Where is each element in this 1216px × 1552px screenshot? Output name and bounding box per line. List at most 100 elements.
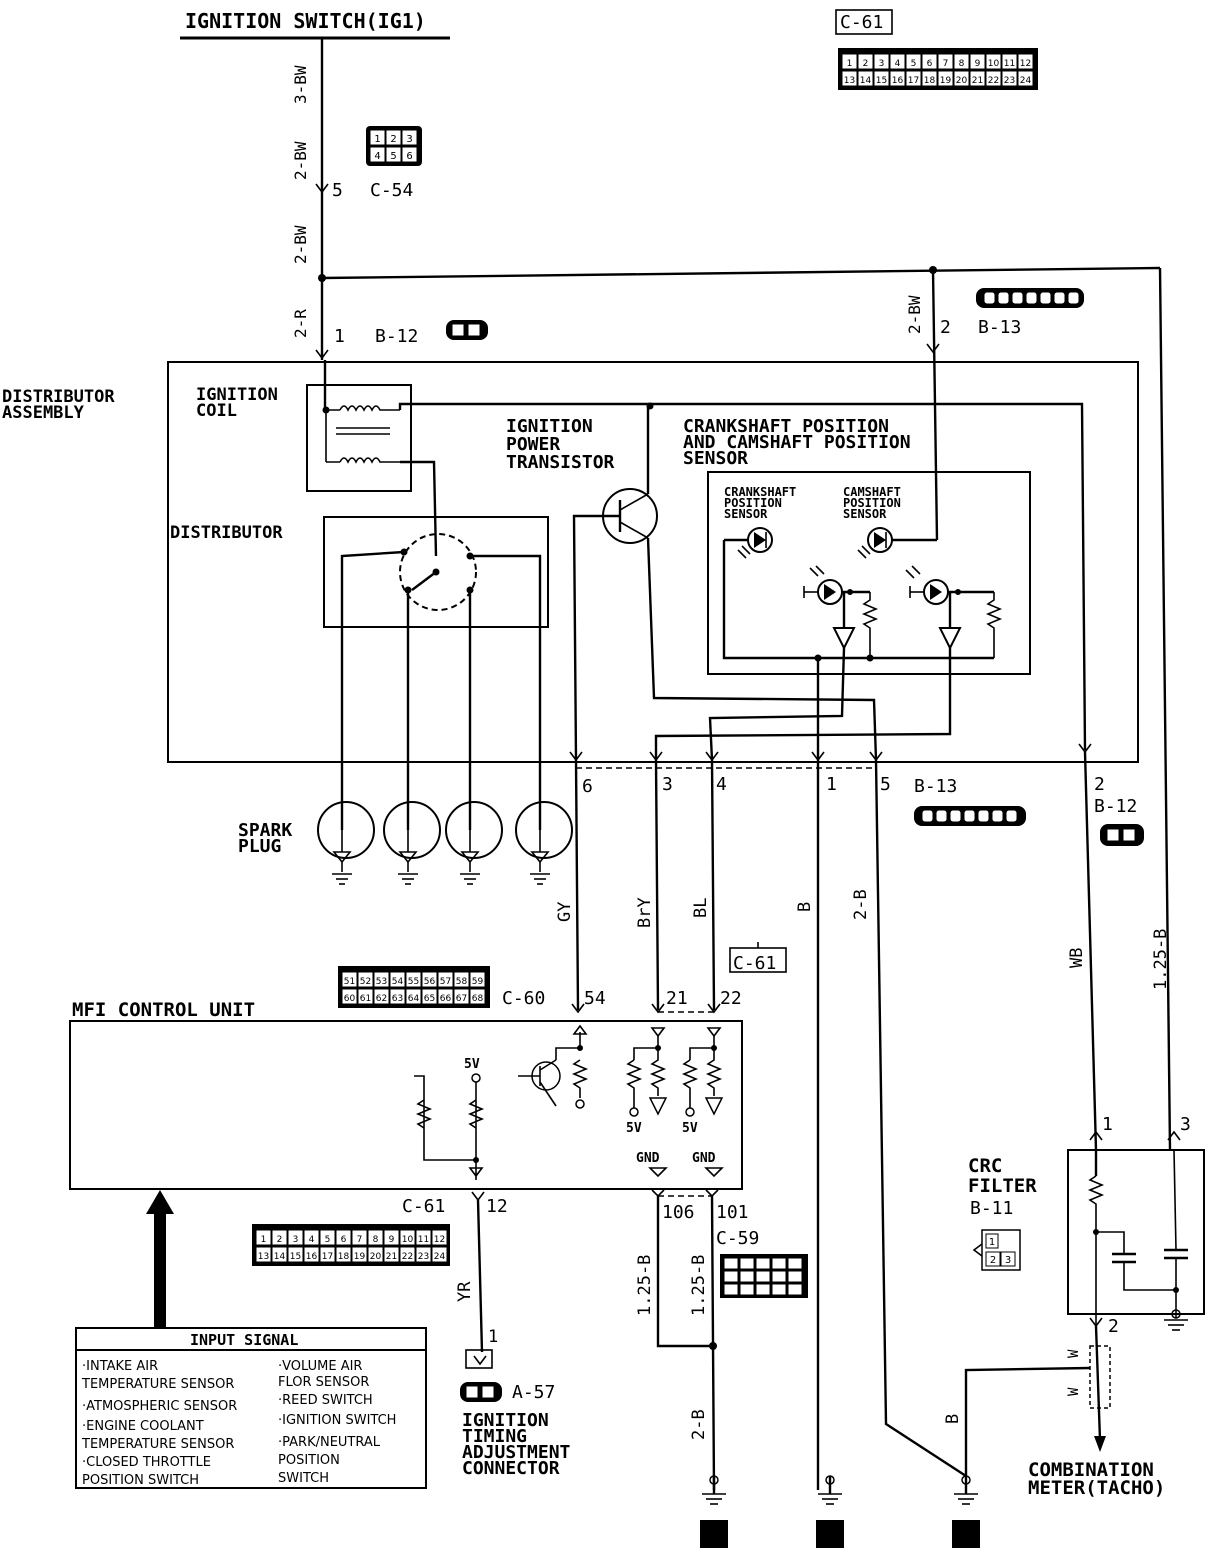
b12-mid-label: B-12 (1094, 796, 1137, 817)
coil-primary-winding (326, 405, 400, 412)
c60-terminal-marks (571, 1003, 721, 1014)
b13-top-label: B-13 (978, 317, 1021, 338)
connector-cell (335, 1229, 352, 1246)
connector-cell-label: 5 (911, 59, 917, 69)
connector-cell-label: 16 (892, 76, 904, 86)
wire-w2-label: W (1066, 1387, 1082, 1396)
gy-wire (574, 759, 580, 1011)
connector-cell-label: 4 (895, 59, 901, 69)
connector-cell (373, 971, 390, 988)
input-signal-item: TEMPERATURE SENSOR (81, 1377, 234, 1392)
connector-cell-label: 15 (290, 1252, 301, 1262)
c59-connector-icon (720, 1254, 808, 1298)
connector-cell-label: 1 (261, 1235, 267, 1245)
connector-cell-label: 61 (360, 994, 371, 1004)
wire-yr-label: YR (455, 1281, 475, 1302)
connector-cell (303, 1229, 320, 1246)
connector-cell-label: 6 (406, 151, 412, 162)
connector-cell (1017, 53, 1034, 70)
connector-cell (319, 1229, 336, 1246)
b13-mid-terminal-marks (569, 743, 1092, 762)
distributor-assembly-box (167, 361, 1139, 763)
connector-cell-label: 18 (924, 76, 936, 86)
b13-terminal-mark (926, 343, 940, 354)
connector-cell (1017, 70, 1034, 87)
connector-cell (399, 1246, 416, 1263)
connector-cell-label: 59 (472, 977, 484, 987)
connector-cell-label: 11 (1004, 59, 1015, 69)
connector-cell-label: 18 (338, 1252, 350, 1262)
connector-cell (905, 70, 922, 87)
connector-cell-label: 56 (424, 977, 436, 987)
connector-cell (787, 1257, 803, 1270)
connector-cell-label: 67 (456, 994, 467, 1004)
connector-cell (319, 1246, 336, 1263)
input-signal-item: ·INTAKE AIR (82, 1359, 158, 1374)
wire-w1-label: W (1066, 1349, 1082, 1358)
sensor-ground-bus (722, 540, 994, 660)
ecu-5v-label-b: 5V (626, 1121, 642, 1136)
connector-cell (841, 70, 858, 87)
cam-output-wire (654, 648, 952, 760)
crc-filter-box (1067, 1149, 1205, 1315)
connector-pin (935, 809, 948, 823)
connector-cell (453, 971, 470, 988)
ecu-gnd-label-b: GND (692, 1151, 716, 1166)
wire-gy-label: GY (555, 902, 575, 922)
connector-cell-label: 65 (424, 994, 435, 1004)
connector-cell (453, 988, 470, 1005)
transistor-base-wire (572, 514, 620, 761)
connector-cell-label: 63 (392, 994, 403, 1004)
connector-cell (771, 1270, 787, 1283)
cam-buffer (938, 627, 962, 651)
connector-cell (255, 1246, 272, 1263)
bl-wire (710, 759, 716, 1011)
ground-reference-number: 7 (706, 1523, 721, 1548)
ecu-resistor (415, 1099, 433, 1129)
connector-cell-label: 54 (392, 977, 404, 987)
connector-cell-label: 24 (1020, 76, 1032, 86)
pin-3: 3 (662, 774, 673, 795)
ecu-5v-label-c: 5V (682, 1121, 698, 1136)
tacho-signal-wire (1094, 1325, 1102, 1441)
crank-pullup-resistor (861, 592, 879, 658)
cam-led (857, 527, 893, 559)
connector-pin (1025, 291, 1038, 305)
wb-wire (1083, 751, 1098, 1151)
connector-pin (921, 809, 934, 823)
wire-b-low-label: B (943, 1414, 963, 1424)
connector-cell-label: 52 (360, 977, 371, 987)
coil-secondary-winding (326, 457, 400, 464)
ground-reference-number: 1 (822, 1523, 837, 1548)
ground-reference-number: 7 (958, 1523, 973, 1548)
input-signal-item: ·ENGINE COOLANT (82, 1419, 204, 1434)
input-signal-item: POSITION (278, 1453, 340, 1468)
connector-cell (287, 1229, 304, 1246)
pin-5: 5 (880, 774, 891, 795)
ignition-coil-box (306, 384, 412, 492)
connector-cell (385, 129, 402, 146)
feed-branch-wire (321, 266, 1161, 280)
rotor-arm (411, 571, 437, 591)
connector-cell (357, 988, 374, 1005)
b13-mid-connector-icon (914, 806, 1026, 826)
wire-2r-label: 2-R (291, 309, 310, 338)
ecu-gnd-label-a: GND (636, 1151, 660, 1166)
connector-cell (369, 146, 386, 163)
wire-2bw-label-c: 2-BW (905, 295, 924, 334)
a57-pin: 1 (488, 1327, 498, 1347)
b12-mid-pin: 2 (1094, 774, 1105, 795)
distributor-box (323, 516, 549, 628)
connector-cell (985, 53, 1002, 70)
plug1-wire (340, 550, 405, 830)
connector-cell (335, 1246, 352, 1263)
connector-cell-label: 3 (879, 59, 885, 69)
connector-cell (357, 971, 374, 988)
2b-ground-wire (874, 759, 967, 1478)
b13-top-connector-icon (976, 288, 1084, 308)
